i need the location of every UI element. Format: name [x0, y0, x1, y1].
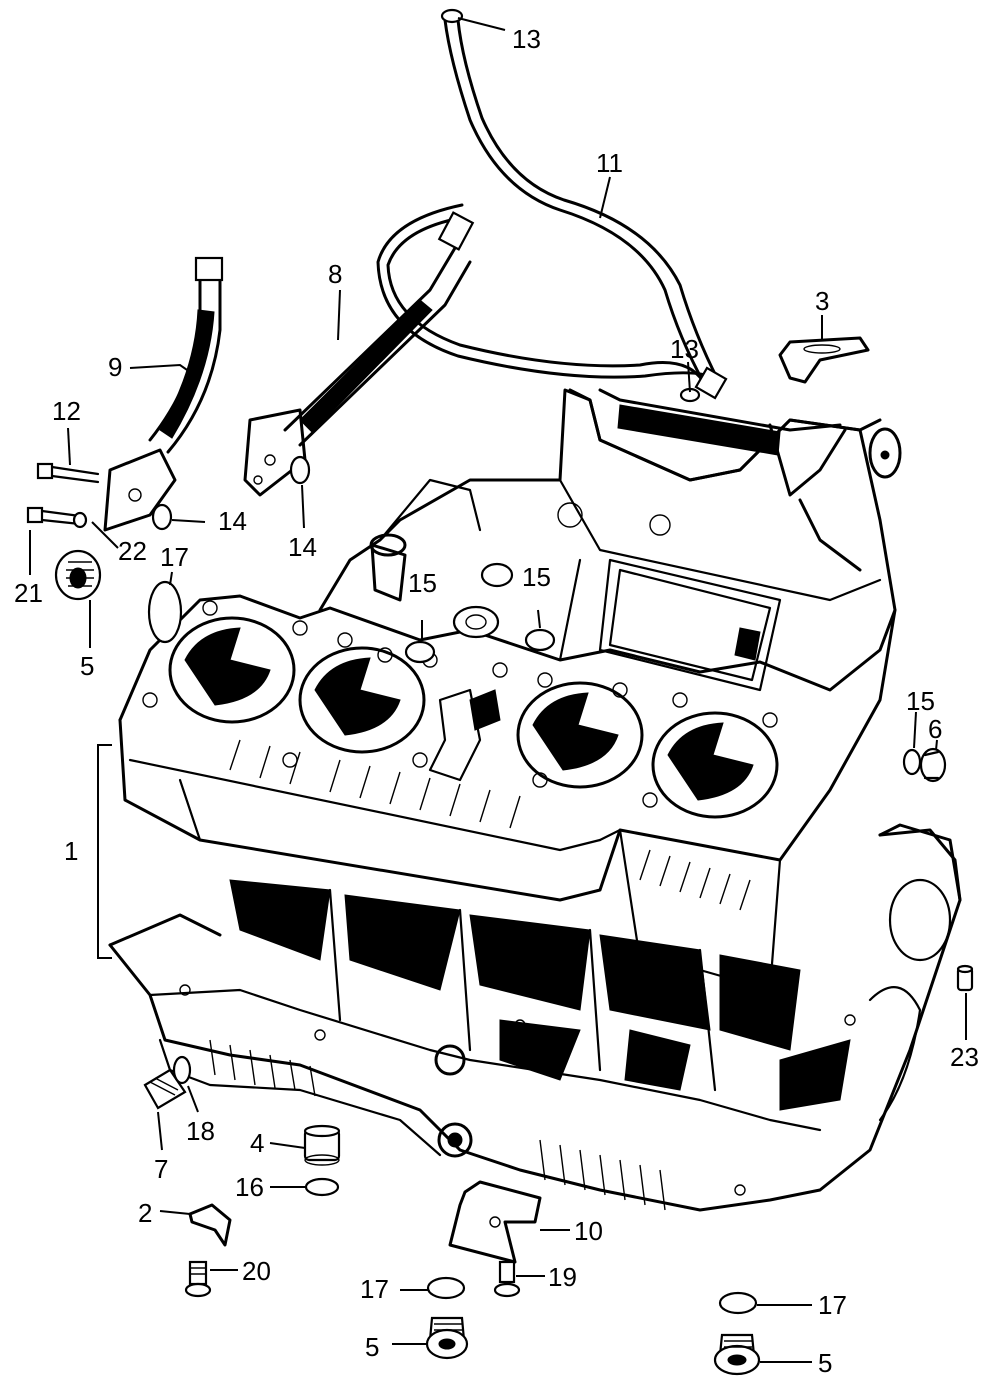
label-2: 2: [138, 1198, 152, 1228]
label-3: 3: [815, 286, 829, 316]
cap-6: [919, 747, 947, 783]
hose-clamp-13-top: [440, 8, 464, 24]
o-ring-14-right: [289, 455, 311, 485]
label-13-top: 13: [512, 24, 541, 54]
breather-hose-11: [376, 18, 728, 400]
o-ring-18: [172, 1055, 192, 1085]
label-19: 19: [548, 1262, 577, 1292]
o-ring-16: [304, 1177, 340, 1197]
o-ring-17-middle: [426, 1276, 466, 1300]
o-ring-15-c: [902, 748, 922, 776]
label-15-c: 15: [906, 686, 935, 716]
o-ring-17-upper: [147, 580, 183, 644]
drain-plug-7: [143, 1068, 187, 1110]
label-1: 1: [64, 836, 78, 866]
plate-10: [448, 1180, 542, 1264]
label-4: 4: [250, 1128, 264, 1158]
label-17-middle: 17: [360, 1274, 389, 1304]
label-22: 22: [118, 536, 147, 566]
leader-lines: [29, 17, 967, 1363]
label-21: 21: [14, 578, 43, 608]
dowel-4: [303, 1124, 341, 1166]
washer-22: [72, 511, 88, 529]
o-ring-15-b: [524, 628, 556, 652]
label-14-right: 14: [288, 532, 317, 562]
oil-hose-9: [103, 256, 224, 532]
drain-plug-5-right: [713, 1333, 761, 1376]
cylinder-bores: [168, 616, 779, 819]
label-5-upper: 5: [80, 651, 94, 681]
label-17-right: 17: [818, 1290, 847, 1320]
label-20: 20: [242, 1256, 271, 1286]
label-13-lower: 13: [670, 334, 699, 364]
clip-2: [188, 1203, 232, 1247]
label-12: 12: [52, 396, 81, 426]
label-9: 9: [108, 352, 122, 382]
o-ring-15-a: [404, 640, 436, 664]
label-10: 10: [574, 1216, 603, 1246]
label-5-right: 5: [818, 1348, 832, 1378]
label-8: 8: [328, 259, 342, 289]
part-number-labels: 13 11 8 3 9 13 12 14 14 22 17 21 5 15 15…: [14, 24, 979, 1378]
oil-filler-plug-5-upper: [54, 549, 102, 601]
label-18: 18: [186, 1116, 215, 1146]
o-ring-14-left: [151, 503, 173, 531]
deck-bolt-holes: [142, 600, 778, 808]
label-11: 11: [596, 148, 623, 178]
label-15-a: 15: [408, 568, 437, 598]
o-ring-17-right: [718, 1291, 758, 1315]
bolt-20: [184, 1260, 212, 1298]
label-14-left: 14: [218, 506, 247, 536]
drain-plug-5-middle: [425, 1316, 469, 1360]
bolt-19: [493, 1260, 521, 1298]
label-6: 6: [928, 714, 942, 744]
crankcase-assembly: [108, 388, 962, 1212]
label-23: 23: [950, 1042, 979, 1072]
bolt-12: [36, 462, 100, 484]
label-17-upper: 17: [160, 542, 189, 572]
plug-23: [956, 964, 974, 992]
leader-1: [97, 744, 112, 959]
label-16: 16: [235, 1172, 264, 1202]
breather-pipe-8: [243, 211, 475, 497]
bolt-21: [26, 506, 82, 526]
label-7: 7: [154, 1154, 168, 1184]
label-15-b: 15: [522, 562, 551, 592]
label-5-middle: 5: [365, 1332, 379, 1362]
bracket-3: [778, 336, 870, 384]
